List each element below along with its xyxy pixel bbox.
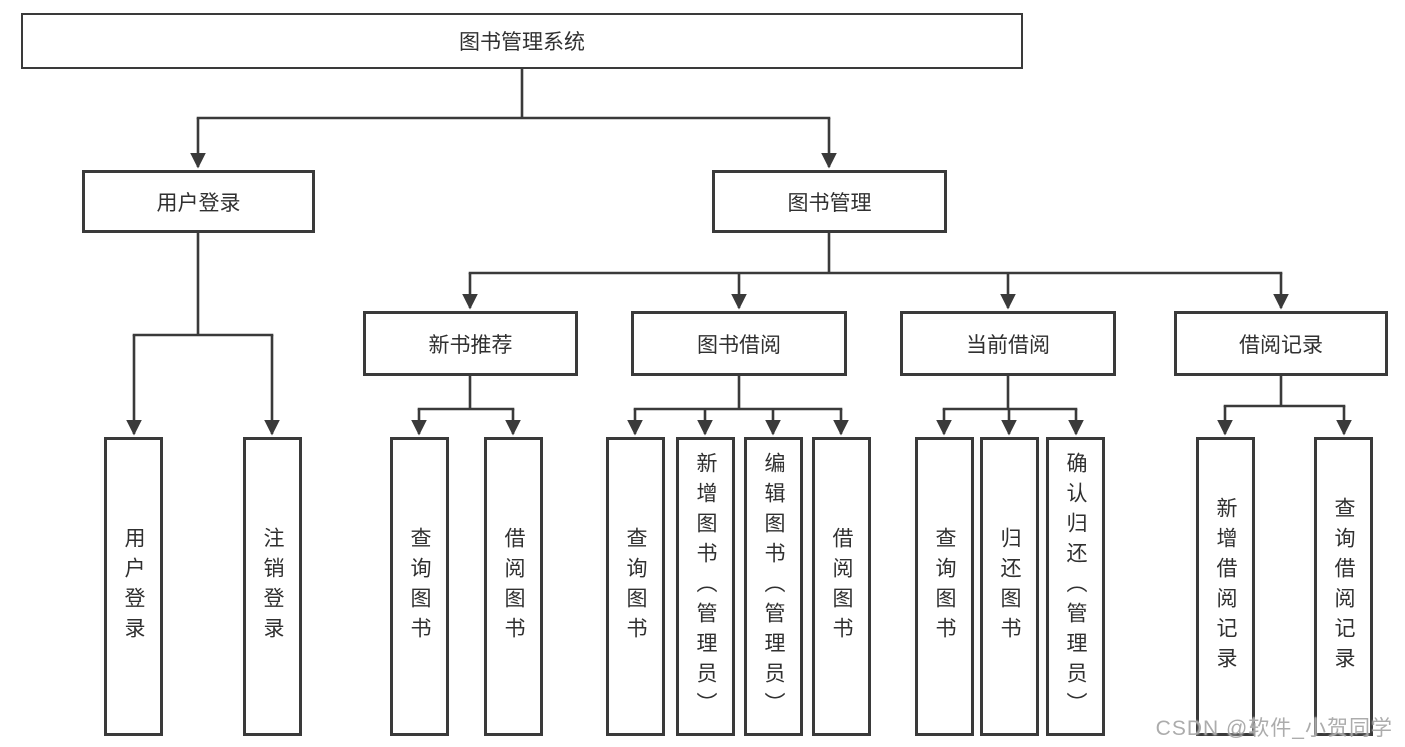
leaf-query-books-borrow: 查询图书 bbox=[606, 437, 665, 736]
leaf-edit-books-admin: 编辑图书（管理员） bbox=[744, 437, 803, 736]
node-book-borrow: 图书借阅 bbox=[631, 311, 847, 376]
leaf-confirm-return-admin: 确认归还（管理员） bbox=[1046, 437, 1105, 736]
node-new-book-recommend: 新书推荐 bbox=[363, 311, 578, 376]
node-book-management: 图书管理 bbox=[712, 170, 947, 233]
leaf-query-books-recommend: 查询图书 bbox=[390, 437, 449, 736]
node-current-borrow: 当前借阅 bbox=[900, 311, 1116, 376]
leaf-query-books-current: 查询图书 bbox=[915, 437, 974, 736]
leaf-user-login: 用户登录 bbox=[104, 437, 163, 736]
leaf-return-books: 归还图书 bbox=[980, 437, 1039, 736]
node-library-management-system: 图书管理系统 bbox=[21, 13, 1023, 69]
csdn-watermark: CSDN @软件_小贺同学 bbox=[1155, 717, 1393, 740]
node-borrow-records: 借阅记录 bbox=[1174, 311, 1388, 376]
leaf-logout: 注销登录 bbox=[243, 437, 302, 736]
leaf-add-books-admin: 新增图书（管理员） bbox=[676, 437, 735, 736]
leaf-borrow-books: 借阅图书 bbox=[812, 437, 871, 736]
node-user-login: 用户登录 bbox=[82, 170, 315, 233]
leaf-query-borrow-record: 查询借阅记录 bbox=[1314, 437, 1373, 736]
leaf-add-borrow-record: 新增借阅记录 bbox=[1196, 437, 1255, 736]
leaf-borrow-books-recommend: 借阅图书 bbox=[484, 437, 543, 736]
